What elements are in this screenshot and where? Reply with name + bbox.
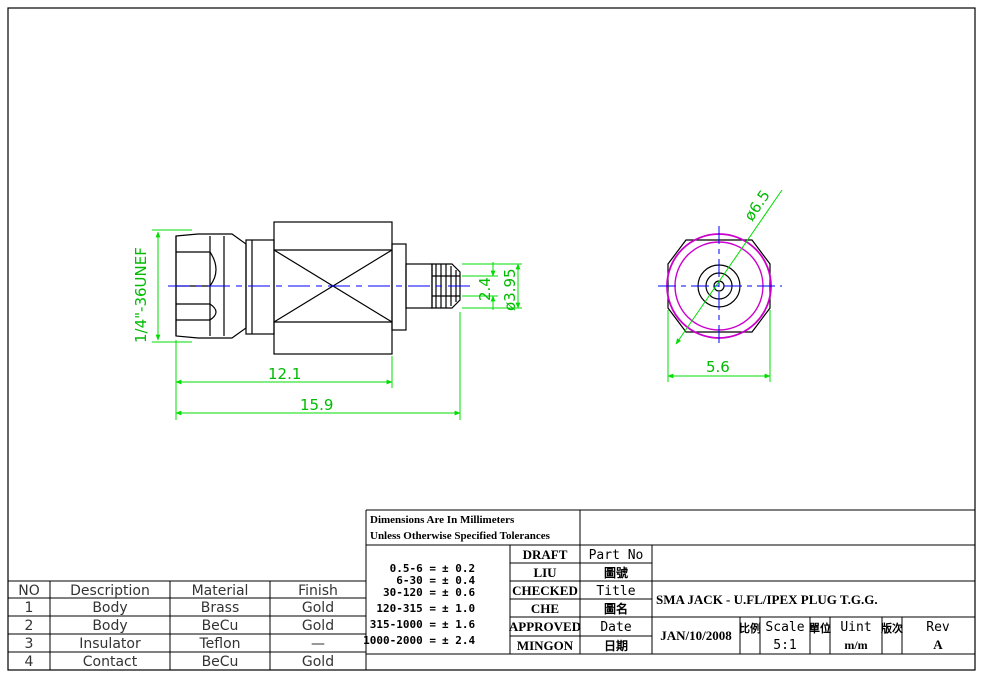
tol-range: 6-30 = xyxy=(396,574,436,587)
bom-cell: — xyxy=(311,636,325,652)
tol-value: ± 0.4 xyxy=(442,574,475,587)
tol-value: ± 2.4 xyxy=(442,634,475,647)
checked-name: CHE xyxy=(531,601,559,616)
tol-range: 0.5-6 = xyxy=(390,562,437,575)
tol-range: 1000-2000 = xyxy=(363,634,436,647)
scale-label: Scale xyxy=(765,620,804,635)
title-label: Title xyxy=(596,584,635,599)
rev-label: Rev xyxy=(926,620,950,635)
bom-cell: Gold xyxy=(302,600,334,616)
bom-rows: 1 Body Brass Gold 2 Body BeCu Gold 3 Ins… xyxy=(25,600,335,670)
draft-label: DRAFT xyxy=(523,547,568,562)
sheet-border xyxy=(7,7,976,671)
bom-header-no: NO xyxy=(18,583,40,599)
bom-cell: 4 xyxy=(25,654,34,670)
unit-label: Uint xyxy=(840,620,871,635)
scale-cn: 比例 xyxy=(739,621,761,635)
bom-cell: Insulator xyxy=(79,636,141,652)
main-body xyxy=(273,221,393,355)
table-row: 4 Contact BeCu Gold xyxy=(25,654,335,670)
bom-table xyxy=(8,580,366,670)
scale-value: 5:1 xyxy=(773,638,796,653)
dim-15-9: 15.9 xyxy=(300,396,333,414)
bom-cell: BeCu xyxy=(202,618,239,634)
dim-3-95: ø3.95 xyxy=(501,268,519,311)
part-no-label: Part No xyxy=(589,548,644,563)
bom-cell: BeCu xyxy=(202,654,239,670)
table-row: 1 Body Brass Gold xyxy=(25,600,335,616)
rev-value: A xyxy=(933,637,943,652)
bom-header-material: Material xyxy=(192,583,249,599)
units-note-line2: Unless Otherwise Specified Tolerances xyxy=(370,530,551,542)
bom-cell: Gold xyxy=(302,618,334,634)
signoff-column: DRAFT LIU CHECKED CHE APPROVED MINGON xyxy=(509,547,581,653)
tolerance-table: 0.5-6 = ± 0.2 6-30 = ± 0.4 30-120 = ± 0.… xyxy=(363,562,475,647)
drawing-date: JAN/10/2008 xyxy=(660,628,732,643)
bom-cell: Body xyxy=(92,600,127,616)
hex-outline xyxy=(667,239,771,333)
dim-6-5: ø6.5 xyxy=(740,187,773,224)
table-row: 3 Insulator Teflon — xyxy=(25,636,325,652)
title-cn: 圖名 xyxy=(604,601,628,616)
dim-12-1: 12.1 xyxy=(268,365,301,383)
shoulder xyxy=(391,243,407,331)
draft-name: LIU xyxy=(533,565,557,580)
dim-5-6: 5.6 xyxy=(706,358,730,376)
date-label: Date xyxy=(600,620,631,635)
rev-cn: 版次 xyxy=(881,621,903,635)
tol-value: ± 0.2 xyxy=(442,562,475,575)
tol-range: 120-315 = xyxy=(376,602,436,615)
scale-unit-rev: Scale 5:1 Uint m/m Rev A xyxy=(765,620,949,653)
thread-label: 1/4"-36UNEF xyxy=(132,247,150,343)
bom-cell: Gold xyxy=(302,654,334,670)
bom-cell: Contact xyxy=(83,654,138,670)
cn-small-labels: 比例 單位 版次 xyxy=(739,621,903,635)
bom-cell: Brass xyxy=(201,600,240,616)
checked-label: CHECKED xyxy=(512,583,578,598)
unit-value: m/m xyxy=(844,638,867,652)
bom-cell: 2 xyxy=(25,618,34,634)
title-block xyxy=(365,509,975,670)
table-row: 2 Body BeCu Gold xyxy=(25,618,335,634)
bom-header-description: Description xyxy=(70,583,150,599)
tol-range: 30-120 = xyxy=(383,586,436,599)
approved-label: APPROVED xyxy=(509,619,581,634)
units-note-line1: Dimensions Are In Millimeters xyxy=(370,514,515,526)
side-view xyxy=(175,221,461,355)
bom-cell: 3 xyxy=(25,636,34,652)
side-dimensions xyxy=(152,229,522,420)
neck xyxy=(245,239,275,335)
bom-header: NO Description Material Finish xyxy=(18,583,338,599)
bom-cell: 1 xyxy=(25,600,34,616)
end-dimensions xyxy=(667,189,783,382)
tol-value: ± 0.6 xyxy=(442,586,475,599)
tol-range: 315-1000 = xyxy=(370,618,437,631)
drawing-title: SMA JACK - U.FL/IPEX PLUG T.G.G. xyxy=(656,592,878,607)
date-cn: 日期 xyxy=(604,638,628,653)
tol-value: ± 1.6 xyxy=(442,618,475,631)
bom-header-finish: Finish xyxy=(298,583,338,599)
part-no-cn: 圖號 xyxy=(604,565,628,580)
dim-2-4: 2.4 xyxy=(476,277,494,301)
bom-cell: Body xyxy=(92,618,127,634)
unit-cn: 單位 xyxy=(809,621,831,635)
bom-cell: Teflon xyxy=(198,636,240,652)
tol-value: ± 1.0 xyxy=(442,602,475,615)
approved-name: MINGON xyxy=(517,638,574,653)
field-label-column: Part No 圖號 Title 圖名 Date 日期 xyxy=(589,548,644,653)
